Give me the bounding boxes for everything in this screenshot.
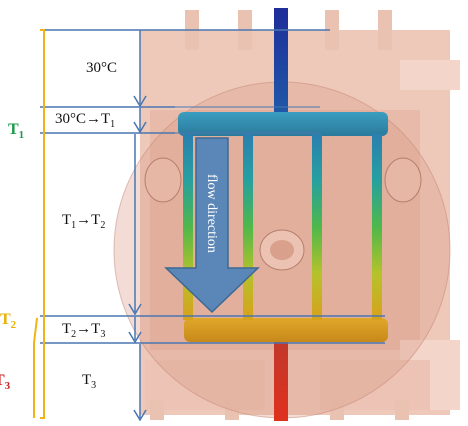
channel-4 <box>372 134 382 320</box>
channel-1 <box>183 134 193 320</box>
stage-label-3: T1→T2 <box>62 212 106 231</box>
dimension-arrows <box>128 30 147 422</box>
center-boss-hole <box>270 240 294 260</box>
outlet-pipe <box>274 338 288 421</box>
side-port-left <box>144 157 182 203</box>
stage-label-4: T2→T3 <box>62 321 106 340</box>
channel-3 <box>312 134 322 320</box>
flow-direction-arrow <box>164 137 260 314</box>
temp-label-t1: T1 <box>8 121 25 142</box>
stage-label-1: 30°C <box>86 60 118 76</box>
temp-label-t3: T3 <box>0 373 11 393</box>
inlet-pipe <box>274 8 288 116</box>
stage-label-5: T3 <box>82 372 97 391</box>
temp-label-t2: T2 <box>0 311 17 332</box>
channel-2 <box>243 134 253 320</box>
range-bracket <box>40 29 45 419</box>
bottom-header <box>184 318 388 342</box>
flow-direction-label: flow direction <box>204 173 219 253</box>
range-bracket-lower <box>33 317 38 418</box>
side-port-right <box>384 157 422 203</box>
stage-label-2: 30°C→T1 <box>55 111 116 130</box>
top-header <box>178 112 388 136</box>
